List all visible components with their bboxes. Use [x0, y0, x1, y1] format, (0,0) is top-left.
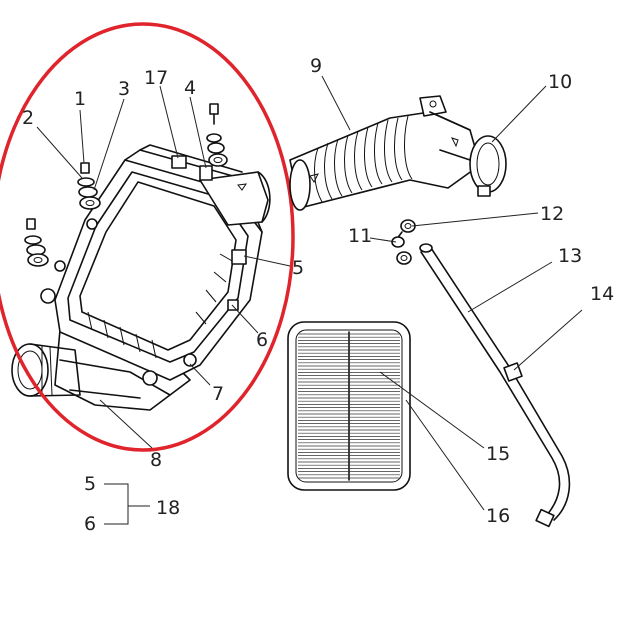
hose-clip-lower — [391, 236, 412, 265]
callout-11: 11 — [348, 225, 372, 247]
screw-and-washer-stack-top — [206, 103, 228, 167]
breather-hose — [419, 243, 571, 528]
hose-clamp — [469, 135, 507, 197]
callout-5: 5 — [292, 257, 304, 279]
callout-12: 12 — [540, 203, 564, 225]
callout-7: 7 — [212, 383, 224, 405]
legend-bracket — [104, 483, 150, 525]
highlight-circle — [0, 22, 295, 452]
leader-lines — [36, 75, 583, 511]
callout-3: 3 — [118, 78, 130, 100]
intake-hose — [289, 95, 481, 211]
callout-15: 15 — [486, 443, 510, 465]
callout-17: 17 — [144, 67, 168, 89]
legend-item-6: 6 — [84, 513, 96, 535]
legend-item-5: 5 — [84, 473, 96, 495]
callout-4: 4 — [184, 77, 196, 99]
callout-2: 2 — [22, 107, 34, 129]
callout-14: 14 — [590, 283, 614, 305]
callout-9: 9 — [310, 55, 322, 77]
callout-labels: 1 2 3 17 4 5 6 7 8 9 10 11 12 13 14 15 1… — [22, 55, 614, 527]
assembly-legend: 5 6 18 — [84, 473, 180, 535]
callout-8: 8 — [150, 449, 162, 471]
legend-group-18: 18 — [156, 497, 180, 519]
air-filter-element — [287, 321, 411, 491]
air-cleaner-housing — [11, 144, 271, 411]
screw-and-washer-stack-far-left — [24, 218, 49, 267]
callout-1: 1 — [74, 88, 86, 110]
callout-10: 10 — [548, 71, 572, 93]
callout-16: 16 — [486, 505, 510, 527]
callout-13: 13 — [558, 245, 582, 267]
callout-6: 6 — [256, 329, 268, 351]
screw-and-washer-stack-left — [77, 162, 101, 210]
